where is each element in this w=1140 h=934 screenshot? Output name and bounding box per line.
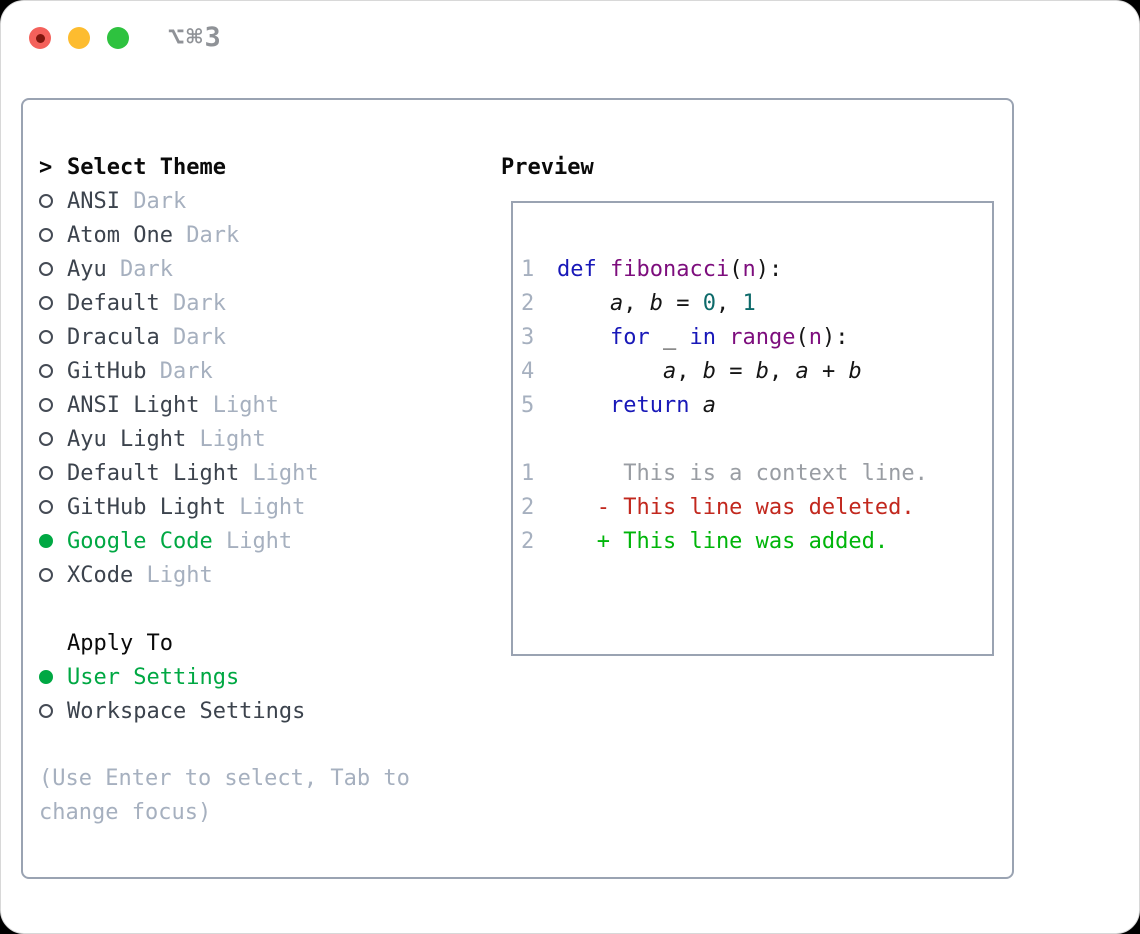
theme-option-atom-one[interactable]: Atom One Dark [39, 218, 489, 252]
radio-icon [39, 228, 53, 242]
code-line: 5 return a [521, 392, 716, 418]
diff-line-added: 2 + This line was added. [521, 524, 992, 558]
radio-icon [39, 262, 53, 276]
radio-selected-icon [39, 670, 53, 684]
theme-option-label: Google Code Light [67, 528, 293, 554]
diff-line-deleted: 2 - This line was deleted. [521, 490, 992, 524]
line-number: 4 [521, 358, 535, 384]
apply-to-header: Apply To [39, 626, 489, 660]
code-line: 2 a, b = 0, 1 [521, 290, 756, 316]
line-number: 2 [521, 494, 535, 520]
window-title: ⌥⌘3 [168, 22, 223, 53]
theme-option-label: Ayu Light Light [67, 426, 266, 452]
theme-option-label: ANSI Light Light [67, 392, 279, 418]
radio-icon [39, 500, 53, 514]
apply-option-label: User Settings [67, 664, 240, 690]
radio-icon [39, 398, 53, 412]
spacer [39, 592, 489, 626]
theme-option-dracula[interactable]: Dracula Dark [39, 320, 489, 354]
apply-to-title: Apply To [67, 630, 173, 656]
diff-text: + This line was added. [557, 528, 889, 554]
line-number: 1 [521, 256, 535, 282]
apply-option-label: Workspace Settings [67, 698, 306, 724]
radio-icon [39, 432, 53, 446]
theme-option-label: GitHub Dark [67, 358, 213, 384]
spacer [39, 728, 489, 762]
diff-text: - This line was deleted. [557, 494, 915, 520]
close-button[interactable] [29, 27, 51, 49]
theme-option-label: ANSI Dark [67, 188, 187, 214]
theme-option-label: Default Dark [67, 290, 226, 316]
theme-option-label: Atom One Dark [67, 222, 240, 248]
theme-option-github-light[interactable]: GitHub Light Light [39, 490, 489, 524]
minimize-button[interactable] [68, 27, 90, 49]
theme-option-default[interactable]: Default Dark [39, 286, 489, 320]
theme-option-ansi[interactable]: ANSI Dark [39, 184, 489, 218]
radio-icon [39, 568, 53, 582]
diff-preview: 1 This is a context line.2 - This line w… [521, 456, 992, 558]
theme-option-default-light[interactable]: Default Light Light [39, 456, 489, 490]
apply-option-user-settings[interactable]: User Settings [39, 660, 489, 694]
radio-icon [39, 296, 53, 310]
radio-icon [39, 194, 53, 208]
cursor-icon: > [39, 154, 53, 180]
theme-option-label: GitHub Light Light [67, 494, 306, 520]
radio-icon [39, 704, 53, 718]
theme-option-google-code[interactable]: Google Code Light [39, 524, 489, 558]
diff-line-context: 1 This is a context line. [521, 456, 992, 490]
code-line: 3 for _ in range(n): [521, 324, 849, 350]
help-text: (Use Enter to select, Tab to change focu… [39, 766, 410, 825]
theme-option-ayu-light[interactable]: Ayu Light Light [39, 422, 489, 456]
radio-icon [39, 364, 53, 378]
zoom-button[interactable] [107, 27, 129, 49]
theme-option-xcode[interactable]: XCode Light [39, 558, 489, 592]
close-button-dot-icon [35, 33, 45, 43]
line-number: 3 [521, 324, 535, 350]
window-titlebar: ⌥⌘3 [1, 1, 1139, 73]
line-number: 2 [521, 290, 535, 316]
code-line: 4 a, b = b, a + b [521, 358, 862, 384]
theme-option-label: XCode Light [67, 562, 213, 588]
theme-option-ansi-light[interactable]: ANSI Light Light [39, 388, 489, 422]
theme-option-github[interactable]: GitHub Dark [39, 354, 489, 388]
line-number: 2 [521, 528, 535, 554]
apply-option-workspace-settings[interactable]: Workspace Settings [39, 694, 489, 728]
preview-header: Preview [501, 154, 594, 180]
radio-icon [39, 466, 53, 480]
line-number: 1 [521, 460, 535, 486]
select-theme-header: > Select Theme [39, 150, 489, 184]
theme-option-label: Ayu Dark [67, 256, 173, 282]
radio-icon [39, 330, 53, 344]
theme-option-label: Dracula Dark [67, 324, 226, 350]
theme-option-ayu[interactable]: Ayu Dark [39, 252, 489, 286]
line-number: 5 [521, 392, 535, 418]
radio-selected-icon [39, 534, 53, 548]
theme-option-label: Default Light Light [67, 460, 319, 486]
spacer [521, 422, 992, 456]
diff-text: This is a context line. [557, 460, 928, 486]
select-theme-title: Select Theme [67, 154, 226, 180]
